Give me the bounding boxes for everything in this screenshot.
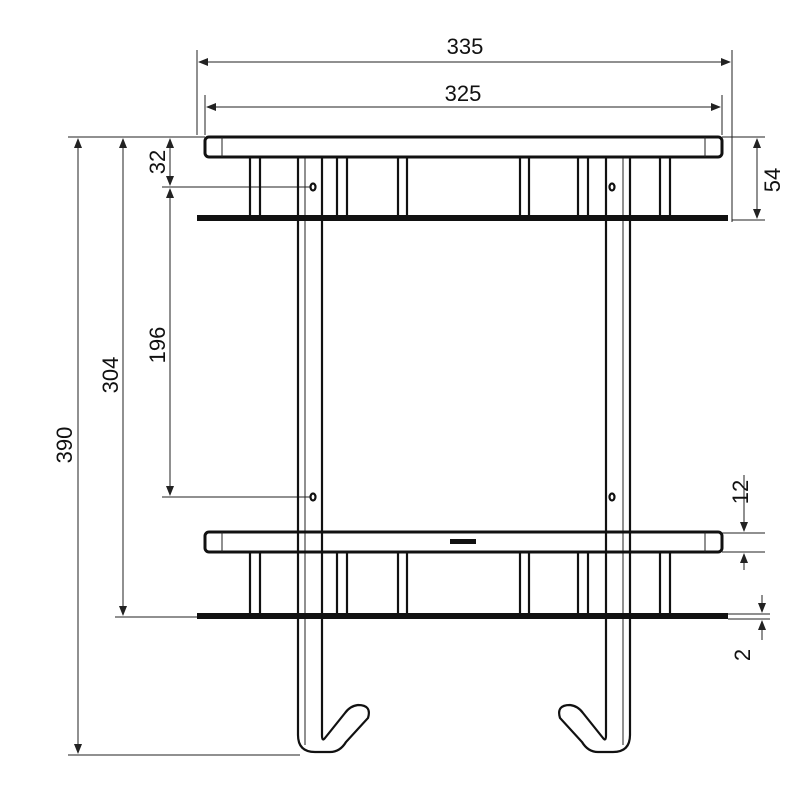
- left-upright-hook: [296, 157, 370, 754]
- dimension-196-32: 196 32: [145, 138, 310, 498]
- dim-label-2: 2: [730, 649, 755, 661]
- top-shelf: [197, 135, 728, 221]
- dim-label-32: 32: [145, 150, 170, 174]
- dim-label-12: 12: [728, 480, 753, 504]
- dim-label-304: 304: [98, 357, 123, 394]
- dimension-304: 304: [98, 138, 200, 618]
- screw-hole-icons: [309, 182, 616, 502]
- dimension-335: 335: [196, 34, 733, 222]
- right-upright-hook: [558, 157, 632, 754]
- dimension-2: 2: [728, 595, 770, 661]
- dimension-325: 325: [204, 81, 723, 135]
- brand-logo: [450, 539, 476, 544]
- lower-glass-panel: [197, 613, 728, 619]
- dim-label-325: 325: [445, 81, 482, 106]
- top-glass-panel: [197, 215, 728, 221]
- dimension-54: 54: [722, 136, 785, 221]
- dim-label-54: 54: [760, 168, 785, 192]
- dim-label-196: 196: [145, 327, 170, 364]
- dimension-390: 390: [52, 136, 300, 756]
- dimension-12: 12: [722, 475, 765, 570]
- lower-shelf: [197, 530, 728, 619]
- dim-label-335: 335: [447, 34, 484, 59]
- dim-label-390: 390: [52, 427, 77, 464]
